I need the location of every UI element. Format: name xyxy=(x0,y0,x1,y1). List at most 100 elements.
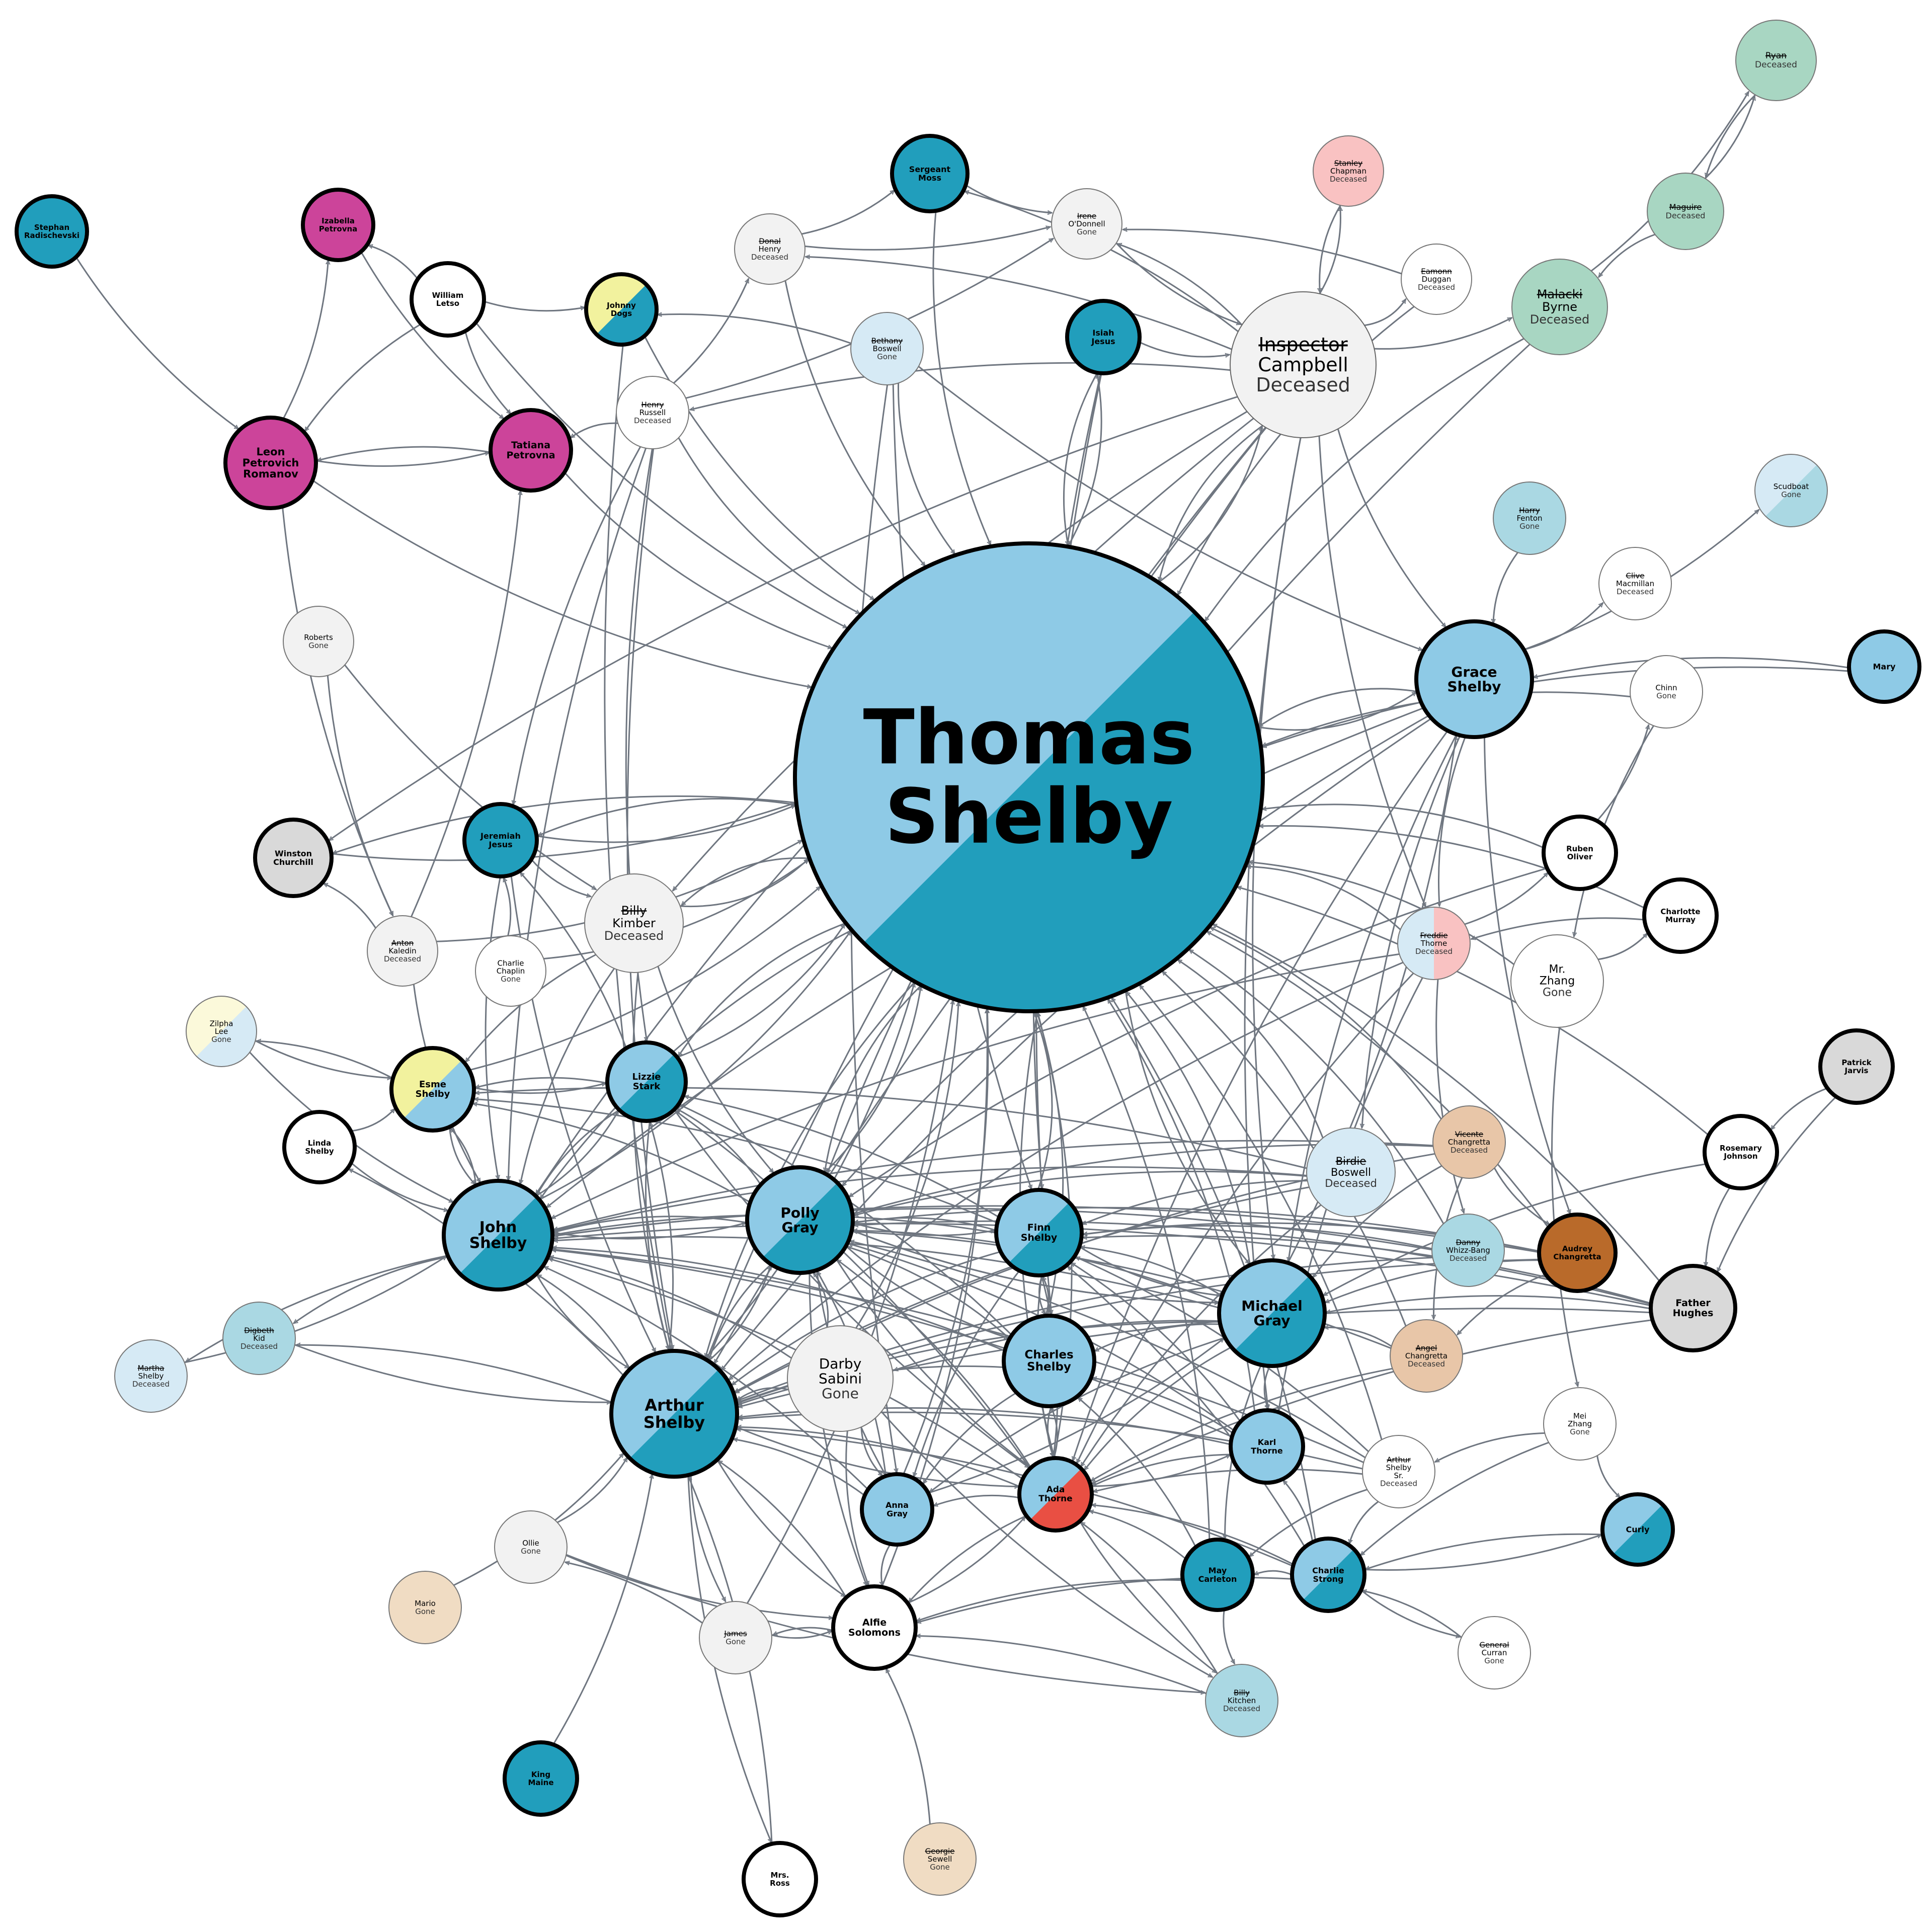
node-grace-name-line: Grace xyxy=(1451,664,1497,680)
edge-patrick-to-rosemary xyxy=(1770,1087,1828,1130)
node-audrey-name-line: Audrey xyxy=(1562,1244,1593,1253)
node-bethany-name-line: Boswell xyxy=(872,344,901,353)
edge-ollie-to-arthur xyxy=(557,1458,628,1523)
edge-may-to-thomas xyxy=(1082,1006,1211,1541)
edge-sergeant-to-thomas xyxy=(932,210,992,545)
node-thomas-name-line: Thomas xyxy=(863,694,1195,781)
node-mary[interactable]: Mary xyxy=(1847,629,1921,704)
node-ada-outline xyxy=(1017,1456,1094,1533)
node-chinn-name-line: Chinn xyxy=(1655,683,1677,692)
node-polly-name-line: Polly xyxy=(780,1204,819,1221)
node-izabella-circle xyxy=(301,188,375,262)
edge-james-to-thomas xyxy=(746,1000,953,1604)
edge-charles-to-john xyxy=(552,1248,1005,1352)
node-curly[interactable]: Curly xyxy=(1600,1492,1675,1567)
edge-john-to-lizzie xyxy=(535,1111,619,1197)
edge-karl-to-ada xyxy=(1092,1454,1232,1487)
edge-mei-to-curly xyxy=(1596,1455,1621,1498)
edge-polly-to-arthur xyxy=(709,1263,772,1360)
node-patrick-circle xyxy=(1818,1028,1895,1105)
node-sergeant-circle xyxy=(890,134,970,213)
edge-jeremiah-to-thomas xyxy=(536,804,796,843)
node-esme-name-line: Esme xyxy=(419,1079,446,1090)
edge-finn-to-esme xyxy=(474,1099,998,1224)
node-mrsross[interactable]: Mrs.Ross xyxy=(742,1841,818,1917)
node-finn-name-line: Shelby xyxy=(1021,1232,1058,1243)
node-ruben-name-line: Oliver xyxy=(1567,852,1593,861)
edge-isiah-to-thomas xyxy=(1063,372,1098,546)
